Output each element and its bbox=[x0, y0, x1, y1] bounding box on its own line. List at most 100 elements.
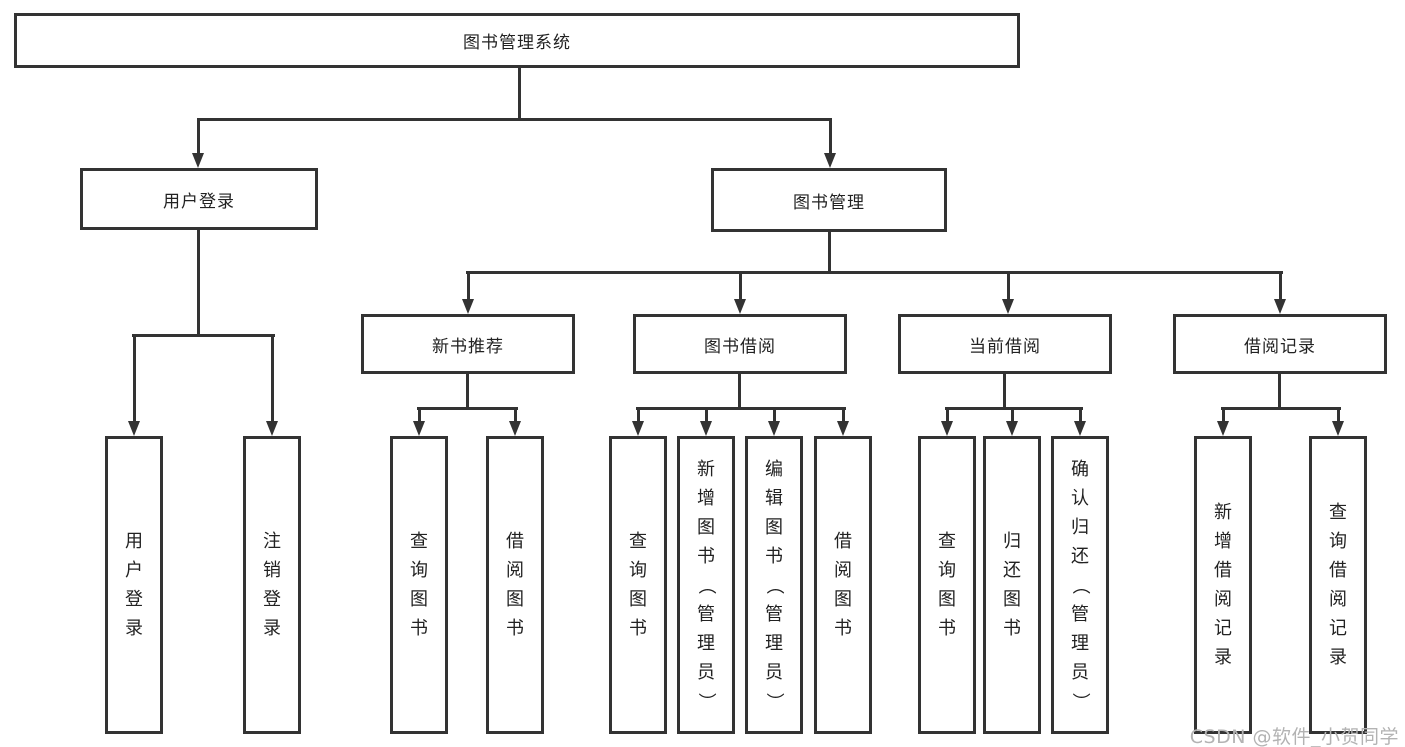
vertical-char: 书 bbox=[834, 618, 852, 639]
arrowhead-down-icon bbox=[1217, 421, 1229, 436]
connector-line bbox=[514, 407, 517, 423]
node-user-login: 用户登录 bbox=[80, 168, 318, 230]
vertical-char: 用 bbox=[125, 531, 143, 552]
node-br-add-record-label: 新增借阅记录 bbox=[1214, 498, 1232, 672]
connector-line bbox=[197, 230, 200, 337]
vertical-char: ） bbox=[1069, 692, 1091, 710]
node-leaf-logout: 注销登录 bbox=[243, 436, 301, 734]
vertical-char: 借 bbox=[506, 531, 524, 552]
connector-line bbox=[1003, 374, 1006, 410]
node-bb-add-books-admin: 新增图书（管理员） bbox=[677, 436, 735, 734]
vertical-char: 员 bbox=[765, 661, 783, 683]
connector-line bbox=[1279, 271, 1282, 301]
connector-line bbox=[1007, 271, 1010, 301]
vertical-char: 增 bbox=[697, 487, 715, 509]
connector-line bbox=[197, 118, 832, 121]
connector-line bbox=[739, 271, 742, 301]
vertical-char: 管 bbox=[1071, 603, 1089, 625]
node-cb-return-books-label: 归还图书 bbox=[1003, 527, 1021, 643]
connector-line bbox=[417, 407, 518, 410]
vertical-char: 归 bbox=[1071, 516, 1089, 538]
vertical-char: 新 bbox=[697, 458, 715, 480]
connector-line bbox=[829, 118, 832, 155]
vertical-char: 询 bbox=[1329, 531, 1347, 552]
vertical-char: 记 bbox=[1329, 618, 1347, 639]
arrowhead-down-icon bbox=[941, 421, 953, 436]
vertical-char: 理 bbox=[1071, 632, 1089, 654]
vertical-char: 询 bbox=[629, 560, 647, 581]
vertical-char: 记 bbox=[1214, 618, 1232, 639]
vertical-char: 登 bbox=[263, 589, 281, 610]
connector-line bbox=[636, 407, 846, 410]
vertical-char: 借 bbox=[834, 531, 852, 552]
node-borrowing-records-label: 借阅记录 bbox=[1244, 336, 1316, 357]
node-bb-edit-books-admin-label: 编辑图书（管理员） bbox=[764, 455, 785, 716]
vertical-char: 员 bbox=[697, 661, 715, 683]
node-leaf-logout-label: 注销登录 bbox=[263, 527, 281, 643]
vertical-char: 查 bbox=[938, 531, 956, 552]
vertical-char: 书 bbox=[629, 618, 647, 639]
arrowhead-down-icon bbox=[1274, 299, 1286, 314]
vertical-char: 销 bbox=[263, 560, 281, 581]
vertical-char: 阅 bbox=[1214, 589, 1232, 610]
arrowhead-down-icon bbox=[768, 421, 780, 436]
node-current-borrowing-label: 当前借阅 bbox=[969, 336, 1041, 357]
node-library-system-label: 图书管理系统 bbox=[463, 33, 571, 53]
node-book-management-label: 图书管理 bbox=[793, 192, 865, 213]
vertical-char: 录 bbox=[263, 618, 281, 639]
vertical-char: 录 bbox=[125, 618, 143, 639]
vertical-char: 图 bbox=[1003, 589, 1021, 610]
vertical-char: 还 bbox=[1003, 560, 1021, 581]
vertical-char: 书 bbox=[1003, 618, 1021, 639]
node-bb-query-books: 查询图书 bbox=[609, 436, 667, 734]
node-rec-borrow-books: 借阅图书 bbox=[486, 436, 544, 734]
node-rec-borrow-books-label: 借阅图书 bbox=[506, 527, 524, 643]
vertical-char: 登 bbox=[125, 589, 143, 610]
vertical-char: 户 bbox=[125, 560, 143, 581]
node-bb-query-books-label: 查询图书 bbox=[629, 527, 647, 643]
node-book-borrowing: 图书借阅 bbox=[633, 314, 847, 374]
vertical-char: 确 bbox=[1071, 458, 1089, 480]
vertical-char: ） bbox=[763, 692, 785, 710]
vertical-char: 辑 bbox=[765, 487, 783, 509]
vertical-char: （ bbox=[763, 576, 785, 594]
vertical-char: 图 bbox=[410, 589, 428, 610]
vertical-char: （ bbox=[1069, 576, 1091, 594]
connector-line bbox=[518, 68, 521, 121]
vertical-char: 图 bbox=[629, 589, 647, 610]
vertical-char: 借 bbox=[1214, 560, 1232, 581]
arrowhead-down-icon bbox=[1332, 421, 1344, 436]
node-cb-confirm-return-admin: 确认归还（管理员） bbox=[1051, 436, 1109, 734]
vertical-char: 归 bbox=[1003, 531, 1021, 552]
connector-line bbox=[946, 407, 949, 423]
vertical-char: 管 bbox=[697, 603, 715, 625]
node-leaf-user-login: 用户登录 bbox=[105, 436, 163, 734]
arrowhead-down-icon bbox=[266, 421, 278, 436]
node-new-book-recommend-label: 新书推荐 bbox=[432, 336, 504, 357]
node-user-login-label: 用户登录 bbox=[163, 191, 235, 212]
connector-line bbox=[1011, 407, 1014, 423]
node-br-query-record-label: 查询借阅记录 bbox=[1329, 498, 1347, 672]
vertical-char: 阅 bbox=[834, 560, 852, 581]
connector-line bbox=[197, 118, 200, 155]
node-book-management: 图书管理 bbox=[711, 168, 947, 232]
connector-line bbox=[466, 374, 469, 410]
arrowhead-down-icon bbox=[413, 421, 425, 436]
arrowhead-down-icon bbox=[837, 421, 849, 436]
vertical-char: 员 bbox=[1071, 661, 1089, 683]
vertical-char: 还 bbox=[1071, 545, 1089, 567]
node-cb-return-books: 归还图书 bbox=[983, 436, 1041, 734]
node-current-borrowing: 当前借阅 bbox=[898, 314, 1112, 374]
vertical-char: 注 bbox=[263, 531, 281, 552]
node-cb-query-books: 查询图书 bbox=[918, 436, 976, 734]
connector-line bbox=[945, 407, 1083, 410]
vertical-char: 查 bbox=[1329, 502, 1347, 523]
node-library-system: 图书管理系统 bbox=[14, 13, 1020, 68]
arrowhead-down-icon bbox=[632, 421, 644, 436]
arrowhead-down-icon bbox=[462, 299, 474, 314]
connector-line bbox=[828, 232, 831, 274]
node-br-add-record: 新增借阅记录 bbox=[1194, 436, 1252, 734]
vertical-char: 图 bbox=[697, 516, 715, 538]
vertical-char: 书 bbox=[410, 618, 428, 639]
